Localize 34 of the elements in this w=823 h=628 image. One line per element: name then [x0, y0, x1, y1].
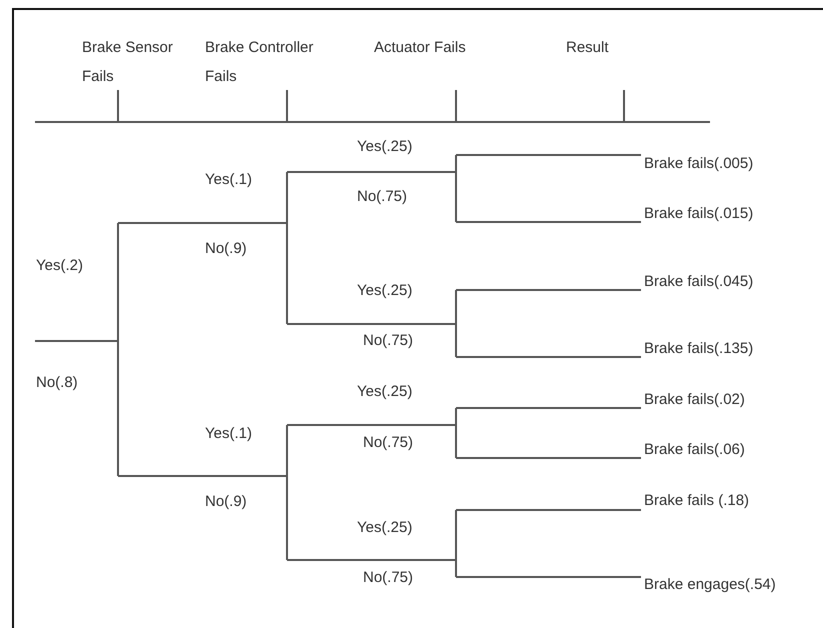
- branch-label: No(.75): [363, 434, 414, 452]
- column-heading: Result: [566, 38, 610, 58]
- outcome-text: Brake fails(.135): [644, 340, 754, 358]
- branch-label: Yes(.25): [357, 282, 412, 300]
- outcome-text: Brake fails(.045): [644, 273, 754, 291]
- branch-label: No(.8): [36, 374, 78, 392]
- column-heading: Actuator Fails: [374, 38, 467, 58]
- branch-label: No(.9): [205, 240, 247, 258]
- column-heading: Brake Controller Fails: [205, 38, 314, 87]
- branch-label: Yes(.1): [205, 425, 252, 443]
- connector-line: [456, 407, 641, 409]
- column-heading: Brake Sensor Fails: [82, 38, 174, 87]
- branch-label: No(.9): [205, 493, 247, 511]
- branch-label: Yes(.25): [357, 138, 412, 156]
- branch-label: Yes(.2): [36, 257, 83, 275]
- outcome-text: Brake fails(.02): [644, 391, 745, 409]
- outcome-text: Brake fails (.18): [644, 492, 750, 510]
- connector-line: [456, 154, 641, 156]
- connector-line: [456, 289, 641, 291]
- connector-line: [456, 576, 641, 578]
- outcome-text: Brake fails(.005): [644, 155, 754, 173]
- outcome-text: Brake fails(.06): [644, 441, 745, 459]
- connector-line: [456, 509, 641, 511]
- branch-label: Yes(.25): [357, 383, 412, 401]
- branch-label: Yes(.25): [357, 519, 412, 537]
- branch-label: Yes(.1): [205, 171, 252, 189]
- outcome-text: Brake fails(.015): [644, 205, 754, 223]
- connector-line: [456, 221, 641, 223]
- outcome-text: Brake engages(.54): [644, 576, 776, 594]
- branch-label: No(.75): [363, 332, 414, 350]
- connector-line: [456, 356, 641, 358]
- branch-label: No(.75): [363, 569, 414, 587]
- connector-line: [456, 457, 641, 459]
- branch-label: No(.75): [357, 188, 408, 206]
